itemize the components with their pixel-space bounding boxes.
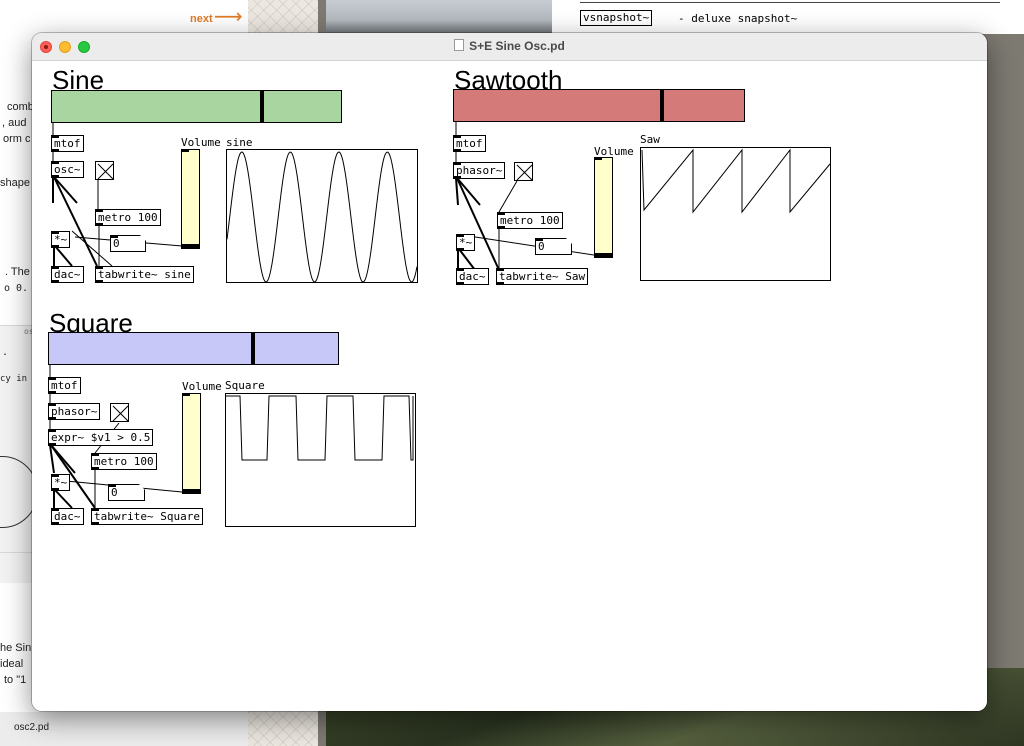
bg-text-fragment: orm c (3, 133, 31, 145)
square-metro-object[interactable]: metro 100 (91, 453, 157, 470)
square-waveform-plot (226, 395, 414, 461)
square-dac-object[interactable]: dac~ (51, 508, 84, 525)
bg-text-fragment: cy in (0, 374, 28, 384)
saw-phasor-object[interactable]: phasor~ (453, 162, 506, 179)
toggle-x-icon (516, 164, 533, 181)
document-icon (454, 39, 465, 51)
sine-number-box[interactable]: 0 (110, 235, 146, 252)
sine-volume-label: Volume (181, 136, 221, 149)
saw-mtof-object[interactable]: mtof (453, 135, 486, 152)
bg-divider (0, 325, 32, 326)
sine-graph-label: sine (226, 136, 253, 149)
toggle-x-icon (97, 163, 114, 180)
slider-knob[interactable] (260, 91, 264, 122)
file-label-osc2[interactable]: osc2.pd (14, 722, 50, 733)
slider-knob[interactable] (595, 253, 612, 257)
vsnapshot-object: vsnapshot~ (580, 10, 653, 26)
saw-metro-toggle[interactable] (514, 162, 533, 181)
patch-connections (49, 95, 608, 509)
saw-multiply-object[interactable]: *~ (456, 234, 476, 251)
sine-volume-slider[interactable] (181, 149, 200, 249)
saw-tabwrite-object[interactable]: tabwrite~ Saw (496, 268, 589, 285)
bg-text-fragment: comb (7, 101, 34, 113)
saw-metro-object[interactable]: metro 100 (497, 212, 563, 229)
sine-section-title: Sine (52, 65, 105, 95)
window-titlebar[interactable]: S+E Sine Osc.pd (32, 33, 987, 61)
sine-multiply-object[interactable]: *~ (51, 231, 71, 248)
sine-tabwrite-object[interactable]: tabwrite~ sine (95, 266, 194, 283)
square-tabwrite-object[interactable]: tabwrite~ Square (91, 508, 203, 525)
saw-dac-object[interactable]: dac~ (456, 268, 489, 285)
slider-knob[interactable] (251, 333, 255, 364)
sine-dac-object[interactable]: dac~ (51, 266, 84, 283)
square-multiply-object[interactable]: *~ (51, 474, 71, 491)
sine-mtof-object[interactable]: mtof (51, 135, 84, 152)
patch-canvas[interactable]: Sine mtof osc~ metro 100 *~ 0 dac~ tabwr… (32, 61, 987, 711)
bg-text-fragment: he Sin (0, 642, 32, 654)
sawtooth-section-title: Sawtooth (454, 65, 563, 95)
square-volume-slider[interactable] (182, 393, 201, 494)
sine-frequency-slider[interactable] (51, 90, 342, 123)
bg-text-fragment: . (2, 347, 9, 358)
sine-osc-object[interactable]: osc~ (51, 161, 84, 178)
saw-waveform-plot (641, 148, 831, 214)
bg-text-fragment: o 0. ( (4, 283, 41, 294)
saw-number-box[interactable]: 0 (535, 238, 572, 255)
toggle-x-icon (112, 405, 129, 422)
sine-array-graph[interactable] (226, 149, 418, 283)
square-array-graph[interactable] (225, 393, 416, 527)
square-number-box[interactable]: 0 (108, 484, 145, 501)
sine-metro-object[interactable]: metro 100 (95, 209, 161, 226)
minimize-window-button[interactable] (59, 41, 71, 53)
background-inner-panel (0, 325, 32, 583)
saw-volume-label: Volume (594, 145, 634, 158)
bg-text-fragment: . The (5, 266, 30, 278)
bg-text-fragment: os (24, 327, 34, 336)
square-volume-label: Volume (182, 380, 222, 393)
square-section-title: Square (49, 308, 133, 338)
square-graph-label: Square (225, 379, 265, 392)
pd-patch-window: S+E Sine Osc.pd (32, 33, 987, 711)
saw-array-graph[interactable] (640, 147, 831, 281)
sine-waveform-plot (227, 151, 418, 283)
vsnapshot-description: - deluxe snapshot~ (678, 12, 798, 25)
bg-text-fragment: to "1 (4, 674, 27, 686)
slider-knob[interactable] (660, 90, 664, 121)
saw-graph-label: Saw (640, 133, 660, 146)
square-frequency-slider[interactable] (48, 332, 339, 365)
bg-text-fragment: shape (0, 177, 30, 189)
bg-divider (0, 552, 32, 553)
saw-frequency-slider[interactable] (453, 89, 745, 122)
background-footer (0, 712, 248, 746)
sine-metro-toggle[interactable] (95, 161, 114, 180)
slider-knob[interactable] (182, 244, 199, 248)
close-window-button[interactable] (40, 41, 52, 53)
maximize-window-button[interactable] (78, 41, 90, 53)
next-arrow-icon[interactable]: ⟶ (214, 4, 243, 28)
square-mtof-object[interactable]: mtof (48, 377, 81, 394)
square-phasor-object[interactable]: phasor~ (48, 403, 101, 420)
desktop-wallpaper-top (326, 0, 552, 34)
window-title: S+E Sine Osc.pd (32, 39, 987, 53)
slider-knob[interactable] (183, 489, 200, 493)
saw-volume-slider[interactable] (594, 157, 613, 258)
next-link[interactable]: next (190, 13, 213, 25)
bg-text-fragment: , aud (2, 117, 27, 129)
square-metro-toggle[interactable] (110, 403, 129, 422)
bg-text-fragment: ideal (0, 658, 24, 670)
square-expr-object[interactable]: expr~ $v1 > 0.5 (48, 429, 154, 446)
